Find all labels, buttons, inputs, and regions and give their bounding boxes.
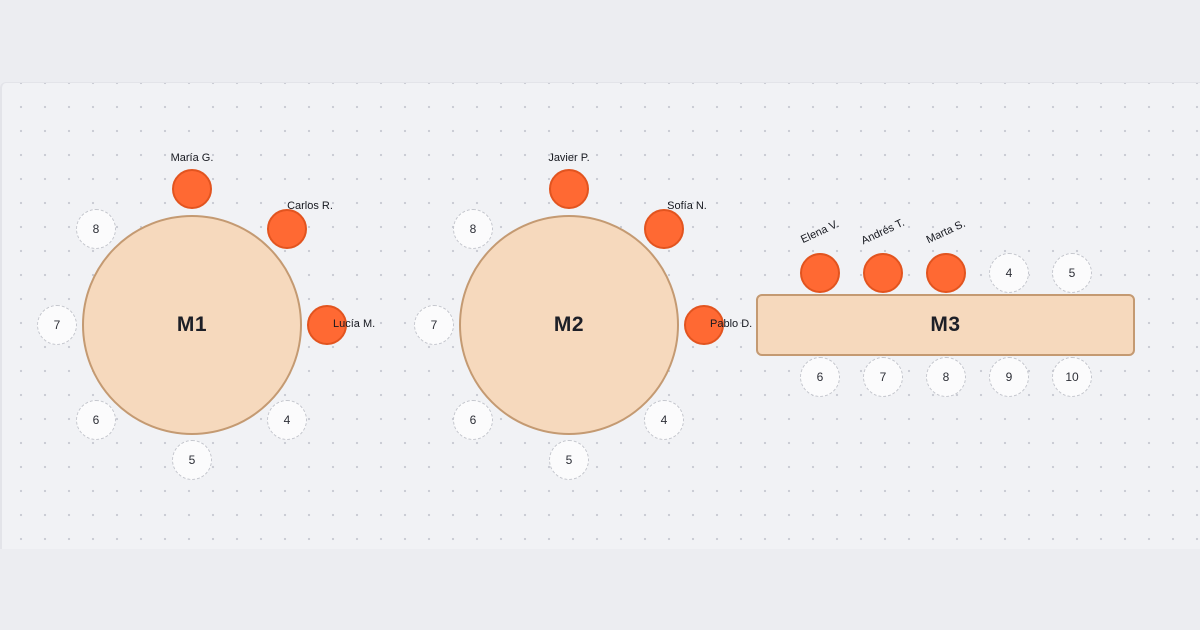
seat-m3-6[interactable]: 6 xyxy=(800,357,840,397)
seat-m3-5[interactable]: 5 xyxy=(1052,253,1092,293)
seat-m2-3-occupied[interactable] xyxy=(684,305,724,345)
seating-canvas[interactable]: M1 4 5 6 7 8 María G. Carlos R. Lucía M.… xyxy=(0,82,1200,549)
seat-m3-10[interactable]: 10 xyxy=(1052,357,1092,397)
guest-name: Carlos R. xyxy=(287,200,333,212)
seat-m1-3-occupied[interactable] xyxy=(307,305,347,345)
seat-m1-8[interactable]: 8 xyxy=(76,209,116,249)
seat-m3-3-occupied[interactable] xyxy=(926,253,966,293)
guest-name: Andrés T. xyxy=(859,216,907,248)
seat-m2-1-occupied[interactable] xyxy=(549,169,589,209)
seat-m1-4[interactable]: 4 xyxy=(267,400,307,440)
table-m3[interactable]: M3 xyxy=(756,294,1135,356)
table-m1-label: M1 xyxy=(176,313,208,336)
seat-m1-2-occupied[interactable] xyxy=(267,209,307,249)
seat-m2-5[interactable]: 5 xyxy=(549,440,589,480)
guest-name: María G. xyxy=(170,152,214,164)
seat-m3-9[interactable]: 9 xyxy=(989,357,1029,397)
guest-name: Lucía M. xyxy=(333,318,376,330)
guest-name: Sofía N. xyxy=(667,200,707,212)
seat-m3-4[interactable]: 4 xyxy=(989,253,1029,293)
table-m2[interactable]: M2 xyxy=(459,215,679,435)
seat-m3-1-occupied[interactable] xyxy=(800,253,840,293)
seat-m2-2-occupied[interactable] xyxy=(644,209,684,249)
seat-m3-8[interactable]: 8 xyxy=(926,357,966,397)
seat-m2-6[interactable]: 6 xyxy=(453,400,493,440)
guest-name: Javier P. xyxy=(548,152,590,164)
table-m2-label: M2 xyxy=(553,313,585,336)
seat-m3-2-occupied[interactable] xyxy=(863,253,903,293)
seat-m1-7[interactable]: 7 xyxy=(37,305,77,345)
seat-m2-7[interactable]: 7 xyxy=(414,305,454,345)
table-m3-label: M3 xyxy=(930,313,961,336)
guest-name: Pablo D. xyxy=(710,318,753,330)
seat-m1-1-occupied[interactable] xyxy=(172,169,212,209)
seat-m1-6[interactable]: 6 xyxy=(76,400,116,440)
seat-m2-8[interactable]: 8 xyxy=(453,209,493,249)
table-m1[interactable]: M1 xyxy=(82,215,302,435)
guest-name: Marta S. xyxy=(924,217,968,247)
guest-name: Elena V. xyxy=(799,217,841,247)
seat-m1-5[interactable]: 5 xyxy=(172,440,212,480)
seat-m2-4[interactable]: 4 xyxy=(644,400,684,440)
seat-m3-7[interactable]: 7 xyxy=(863,357,903,397)
